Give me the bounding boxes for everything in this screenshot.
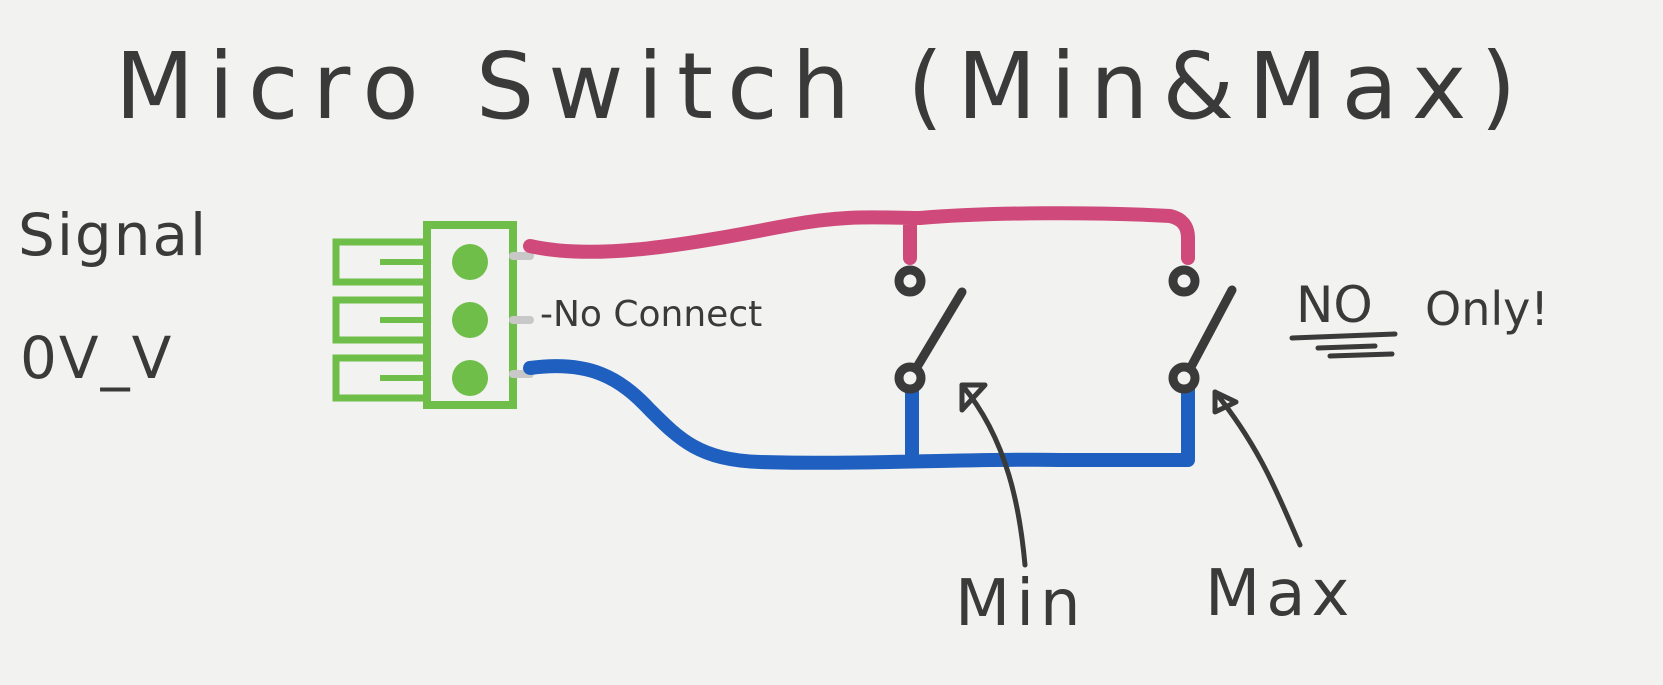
connector-pin-nc (452, 302, 488, 338)
terminal-connector (332, 221, 517, 409)
no-only-note: NO Only! (1289, 276, 1549, 359)
ground-label: 0V_V (20, 324, 173, 392)
signal-wire (523, 206, 1195, 265)
min-arrow (959, 382, 1028, 568)
diagram-title: Micro Switch (Min&Max) (115, 33, 1530, 140)
no-connect-label: -No Connect (540, 294, 762, 335)
connector-pin-ground (452, 360, 488, 396)
max-switch (1168, 265, 1237, 394)
connector-pin-signal (452, 244, 488, 280)
signal-label: Signal (18, 201, 208, 269)
max-arrow (1212, 389, 1303, 548)
min-switch (894, 265, 967, 394)
min-label: Min (955, 567, 1087, 641)
only-text: Only! (1425, 282, 1549, 336)
max-label: Max (1205, 557, 1355, 631)
ground-wire (523, 359, 1195, 470)
no-text: NO (1296, 276, 1373, 334)
